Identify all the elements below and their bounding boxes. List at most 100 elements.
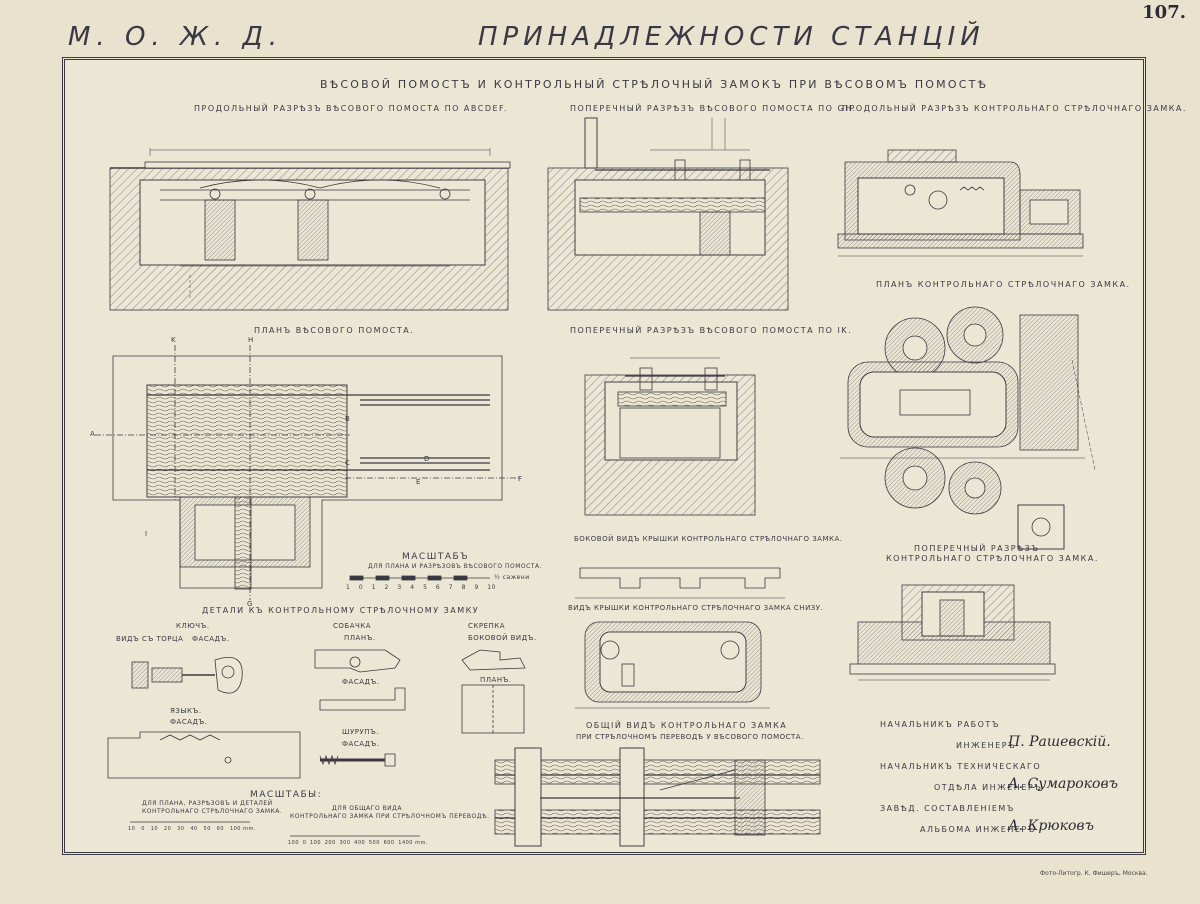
cross-section-gh-drawing bbox=[547, 117, 789, 311]
lid-bottom-drawing bbox=[575, 621, 770, 709]
section-letter-c: C bbox=[345, 459, 351, 467]
section-letter-a: A bbox=[90, 430, 96, 438]
scale-tick: 40 bbox=[190, 826, 198, 832]
scale-tick: 3 bbox=[397, 584, 402, 591]
detail-scale-bars bbox=[130, 821, 420, 837]
scale-tick: 0 bbox=[302, 840, 307, 846]
lock-plan-drawing bbox=[840, 306, 1096, 550]
scale-tick: 6 bbox=[435, 584, 441, 591]
scale-tick: 600 bbox=[383, 840, 395, 846]
right-scale-ticks: 100 0 100 200 300 400 500 600 1400 mm. bbox=[288, 840, 428, 846]
tongue-label: ЯЗЫКЪ. bbox=[170, 707, 202, 715]
lock-cross-section-drawing bbox=[849, 584, 1056, 681]
right-scale-label-1: ДЛЯ ОБЩАГО ВИДА bbox=[332, 805, 402, 812]
signature-name-2: А. Сумароковъ bbox=[1008, 776, 1118, 792]
scale-tick: 50 bbox=[203, 826, 211, 832]
sheet-title: ВѢСОВОЙ ПОМОСТЪ И КОНТРОЛЬНЫЙ СТРѢЛОЧНЫЙ… bbox=[320, 78, 989, 91]
scale-tick: 1400 mm. bbox=[398, 840, 428, 846]
section-letter-f: F bbox=[518, 475, 523, 483]
tongue-facade-label: ФАСАДЪ. bbox=[170, 718, 208, 726]
platform-plan-drawing bbox=[95, 345, 520, 600]
scale-tick: 200 bbox=[324, 840, 336, 846]
cross-gh-caption: ПОПЕРЕЧНЫЙ РАЗРѢЗЪ ВѢСОВОГО ПОМОСТА ПО G… bbox=[570, 104, 857, 113]
scale-tick: 7 bbox=[448, 584, 454, 591]
page-title: ПРИНАДЛЕЖНОСТИ СТАНЦIЙ bbox=[478, 22, 985, 52]
main-scale-title: МАСШТАБЪ bbox=[402, 552, 470, 562]
section-letter-h: H bbox=[248, 336, 254, 344]
scale-tick: 300 bbox=[339, 840, 351, 846]
lock-long-caption: ПРОДОЛЬНЫЙ РАЗРѢЗЪ КОНТРОЛЬНАГО СТРѢЛОЧН… bbox=[842, 104, 1187, 113]
left-scale-ticks: 10 0 10 20 30 40 50 60 100 mm. bbox=[128, 826, 256, 832]
lock-long-section-drawing bbox=[837, 149, 1084, 257]
scale-tick: 9 bbox=[474, 584, 479, 591]
signature-name-1: П. Рашевскій. bbox=[1008, 734, 1111, 750]
signature-title-2: ОТДѢЛА ИНЖЕНЕРЪ bbox=[934, 783, 1043, 792]
clip-label: СКРЕПКА bbox=[468, 622, 506, 630]
section-letter-i: I bbox=[145, 530, 148, 538]
screw-label: ШУРУПЪ. bbox=[342, 728, 380, 736]
cross-section-ik-drawing bbox=[584, 357, 756, 516]
section-letter-k: K bbox=[171, 336, 177, 344]
scale-tick: 100 bbox=[288, 840, 300, 846]
details-caption: ДЕТАЛИ КЪ КОНТРОЛЬНОМУ СТРѢЛОЧНОМУ ЗАМКУ bbox=[202, 606, 480, 615]
section-letter-g: G bbox=[247, 600, 253, 608]
scale-tick: 1 bbox=[371, 584, 377, 591]
clip-side-label: БОКОВОЙ ВИДЪ. bbox=[468, 634, 537, 642]
signature-role-2: НАЧАЛЬНИКЪ ТЕХНИЧЕСКАГО bbox=[880, 762, 1042, 771]
scale-tick: 10 bbox=[150, 826, 159, 832]
signature-role-1: НАЧАЛЬНИКЪ РАБОТЪ bbox=[880, 720, 1000, 729]
scale-tick: 100 mm. bbox=[229, 826, 256, 832]
scale-tick: 10 bbox=[128, 826, 136, 832]
long-section-caption: ПРОДОЛЬНЫЙ РАЗРѢЗЪ ВѢСОВОГО ПОМОСТА ПО A… bbox=[194, 104, 508, 113]
lid-side-drawing bbox=[575, 567, 785, 599]
scale-tick: 60 bbox=[216, 826, 225, 832]
detail-scales-title: МАСШТАБЫ: bbox=[250, 790, 323, 800]
scale-tick: 0 bbox=[358, 584, 364, 591]
signature-role-3: ЗАВѢД. СОСТАВЛЕНIЕМЪ bbox=[880, 804, 1015, 813]
scale-tick: 0 bbox=[141, 826, 145, 832]
general-view-drawing bbox=[494, 747, 821, 847]
scale-tick: 500 bbox=[368, 840, 380, 846]
section-letter-e: E bbox=[416, 478, 421, 486]
left-scale-label-2: КОНТРОЛЬНАГО СТРѢЛОЧНАГО ЗАМКА. bbox=[142, 808, 283, 815]
details-drawings bbox=[107, 649, 526, 779]
long-section-drawing bbox=[109, 148, 511, 311]
page-number: 107. bbox=[1142, 2, 1186, 23]
scale-tick: 10 bbox=[487, 584, 496, 591]
lid-side-caption: БОКОВОЙ ВИДЪ КРЫШКИ КОНТРОЛЬНАГО СТРѢЛОЧ… bbox=[574, 535, 843, 543]
platform-plan-caption: ПЛАНЪ ВѢСОВОГО ПОМОСТА. bbox=[254, 326, 415, 335]
scale-tick: 8 bbox=[461, 584, 466, 591]
key-facade-label: ФАСАДЪ. bbox=[192, 635, 230, 643]
general-view-caption: ОБЩIЙ ВИДЪ КОНТРОЛЬНАГО ЗАМКА bbox=[586, 721, 788, 730]
printer-credit: Фото-Литогр. К. Фишеръ, Москва. bbox=[1040, 870, 1148, 877]
scale-tick: 30 bbox=[177, 826, 185, 832]
scale-tick: 1 bbox=[346, 584, 351, 591]
album-label: М. О. Ж. Д. bbox=[68, 22, 284, 52]
main-scale-unit: ½ сажени bbox=[494, 574, 530, 581]
left-scale-label-1: ДЛЯ ПЛАНА, РАЗРѢЗОВЪ И ДЕТАЛЕЙ bbox=[142, 800, 273, 807]
clip-plan-label: ПЛАНЪ. bbox=[480, 676, 512, 684]
general-view-subcaption: ПРИ СТРѢЛОЧНОМЪ ПЕРЕВОДѢ У ВѢСОВОГО ПОМО… bbox=[576, 733, 804, 741]
key-label: КЛЮЧЪ. bbox=[176, 622, 210, 630]
latch-plan-label: ПЛАНЪ. bbox=[344, 634, 376, 642]
signature-title-1: ИНЖЕНЕРЪ bbox=[956, 741, 1017, 750]
lock-cross-caption-1: ПОПЕРЕЧНЫЙ РАЗРѢЗЪ bbox=[914, 544, 1040, 553]
main-scale-ticks: 1 0 1 2 3 4 5 6 7 8 9 10 bbox=[346, 584, 496, 591]
latch-label: СОБАЧКА bbox=[333, 622, 372, 630]
lock-cross-caption-2: КОНТРОЛЬНАГО СТРѢЛОЧНАГО ЗАМКА. bbox=[886, 554, 1099, 563]
key-end-view-label: ВИДЪ СЪ ТОРЦА bbox=[116, 635, 184, 643]
right-scale-label-2: КОНТРОЛЬНАГО ЗАМКА ПРИ СТРѢЛОЧНОМЪ ПЕРЕВ… bbox=[290, 813, 490, 820]
scale-tick: 5 bbox=[423, 584, 428, 591]
cross-ik-caption: ПОПЕРЕЧНЫЙ РАЗРѢЗЪ ВѢСОВОГО ПОМОСТА ПО I… bbox=[570, 326, 853, 335]
scale-tick: 400 bbox=[354, 840, 366, 846]
lock-plan-caption: ПЛАНЪ КОНТРОЛЬНАГО СТРѢЛОЧНАГО ЗАМКА. bbox=[876, 280, 1131, 289]
lid-bottom-caption: ВИДЪ КРЫШКИ КОНТРОЛЬНАГО СТРѢЛОЧНАГО ЗАМ… bbox=[568, 604, 824, 612]
main-scale-bar bbox=[349, 575, 490, 581]
scale-tick: 4 bbox=[410, 584, 415, 591]
scale-tick: 20 bbox=[163, 826, 172, 832]
screw-facade-label: ФАСАДЪ. bbox=[342, 740, 380, 748]
main-scale-subtitle: ДЛЯ ПЛАНА И РАЗРѢЗОВЪ ВѢСОВОГО ПОМОСТА. bbox=[368, 563, 542, 570]
section-letter-b: B bbox=[345, 415, 351, 423]
signature-title-3: АЛЬБОМА ИНЖЕНЕРЪ bbox=[920, 825, 1036, 834]
